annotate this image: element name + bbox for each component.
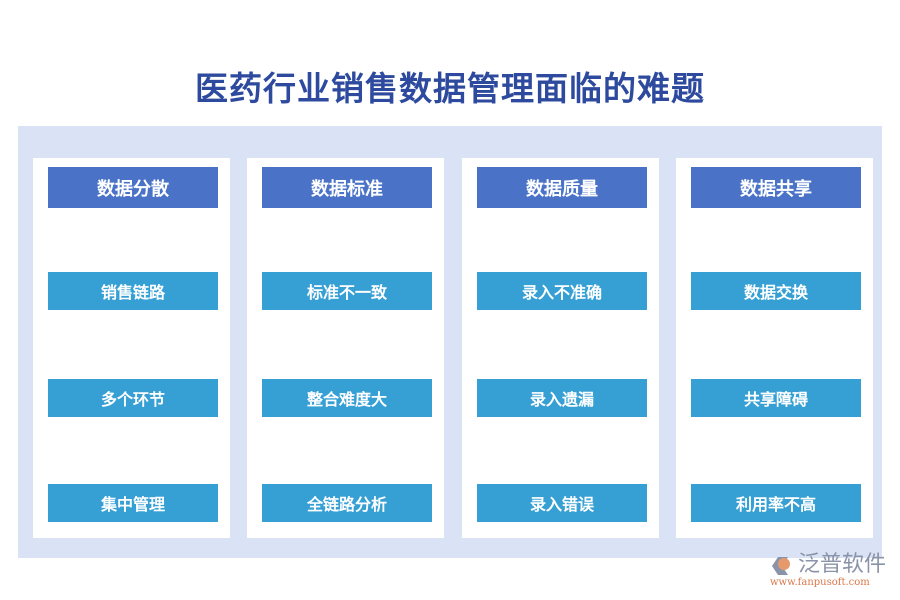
logo-icon (772, 557, 790, 575)
column-item: 录入遗漏 (477, 379, 647, 417)
column-header: 数据质量 (477, 167, 647, 208)
column-header: 数据共享 (691, 167, 861, 208)
column-item: 录入不准确 (477, 272, 647, 310)
page-title: 医药行业销售数据管理面临的难题 (195, 69, 705, 108)
column-header: 数据标准 (262, 167, 432, 208)
column-card: 数据标准标准不一致整合难度大全链路分析 (247, 158, 444, 538)
logo-name: 泛普软件 (798, 552, 887, 577)
column-card: 数据共享数据交换共享障碍利用率不高 (676, 158, 873, 538)
column-item: 共享障碍 (691, 379, 861, 417)
column-item: 录入错误 (477, 484, 647, 522)
logo: 泛普软件 www.fanpusoft.com (768, 552, 887, 589)
column-item: 集中管理 (48, 484, 218, 522)
column-item: 销售链路 (48, 272, 218, 310)
column-item: 标准不一致 (262, 272, 432, 310)
column-card: 数据分散销售链路多个环节集中管理 (33, 158, 230, 538)
column-item: 数据交换 (691, 272, 861, 310)
column-card: 数据质量录入不准确录入遗漏录入错误 (462, 158, 659, 538)
column-header: 数据分散 (48, 167, 218, 208)
logo-url: www.fanpusoft.com (770, 577, 870, 588)
column-item: 利用率不高 (691, 484, 861, 522)
column-item: 全链路分析 (262, 484, 432, 522)
column-item: 整合难度大 (262, 379, 432, 417)
column-item: 多个环节 (48, 379, 218, 417)
